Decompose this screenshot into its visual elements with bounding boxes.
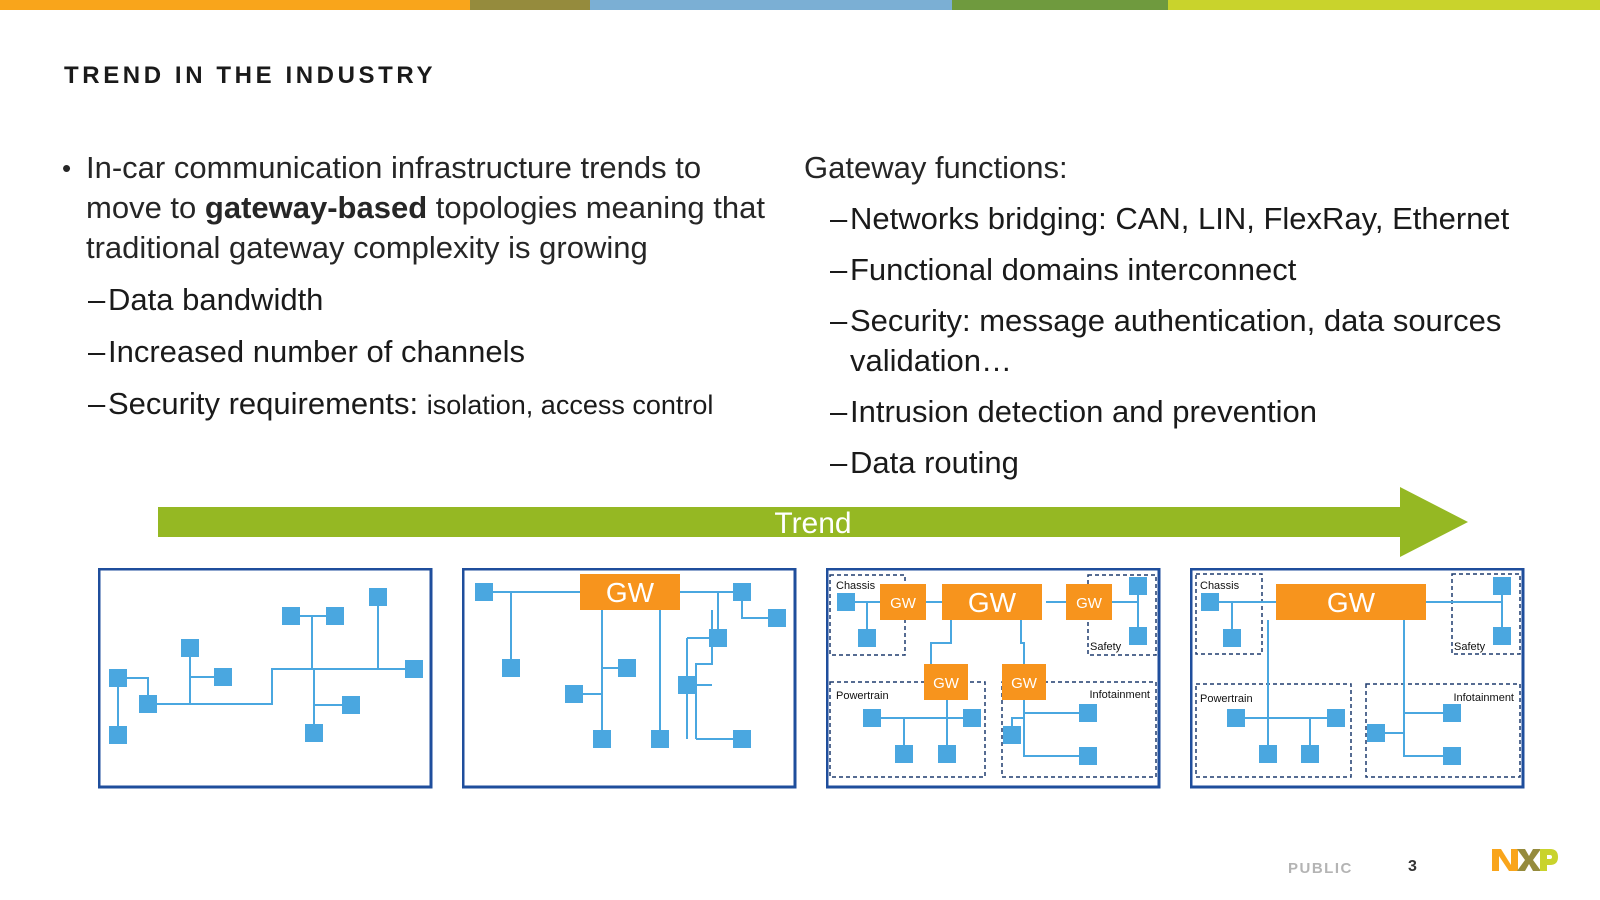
powertrain-gateway-label: GW <box>933 675 960 692</box>
dash-marker: – <box>830 201 848 236</box>
sub-bullet-channels: – Increased number of channels <box>60 332 780 372</box>
safety-domain-box <box>1451 573 1521 655</box>
gateway-block <box>580 574 680 610</box>
page-number: 3 <box>1408 858 1417 875</box>
sub-bullet-security: – Security requirements: isolation, acce… <box>60 384 780 425</box>
sub-bullet-small-text: isolation, access control <box>426 390 714 420</box>
top-bar-segment-green <box>952 0 1168 10</box>
dash-marker: – <box>88 282 106 317</box>
dash-marker: – <box>830 252 848 287</box>
gateway-function-item: – Data routing <box>804 443 1584 483</box>
sub-bullet-text: Data bandwidth <box>108 282 324 317</box>
safety-label: Safety <box>1454 641 1486 653</box>
chassis-label: Chassis <box>1200 580 1240 592</box>
right-column: Gateway functions: – Networks bridging: … <box>804 148 1584 483</box>
sub-bullet-data-bandwidth: – Data bandwidth <box>60 280 780 320</box>
gateway-functions-heading: Gateway functions: <box>804 150 1068 185</box>
nxp-logo-icon <box>1492 849 1558 871</box>
dash-marker: – <box>830 303 848 338</box>
trend-label: Trend <box>774 507 852 540</box>
sub-bullet-text: Increased number of channels <box>108 334 526 369</box>
dash-marker: – <box>830 394 848 429</box>
gateway-label: GW <box>1327 587 1376 618</box>
safety-gateway-label: GW <box>1076 595 1103 612</box>
chassis-label: Chassis <box>836 580 876 592</box>
gateway-function-item: – Functional domains interconnect <box>804 250 1584 290</box>
chassis-domain-box <box>1195 573 1263 655</box>
gateway-label: GW <box>968 587 1017 618</box>
gateway-function-text: Functional domains interconnect <box>850 252 1297 287</box>
gateway-function-text: Data routing <box>850 445 1019 480</box>
topology-panel-domain-gateways: GW GW GW GW GW Chassis Safety Powertrain… <box>826 568 1162 790</box>
chassis-gateway-label: GW <box>890 595 917 612</box>
infotainment-label: Infotainment <box>1453 692 1514 704</box>
bullet-text-part-1: In-car communication infrastructure tren… <box>86 150 702 225</box>
topology-panel-central-gateway: GW <box>462 568 798 790</box>
dash-marker: – <box>88 334 106 369</box>
dash-marker: – <box>88 386 106 421</box>
powertrain-label: Powertrain <box>836 690 889 702</box>
gateway-function-item: – Intrusion detection and prevention <box>804 392 1584 432</box>
topology-panel-central-gateway-domains: GW Chassis Safety Powertrain Infotainmen… <box>1190 568 1526 790</box>
sub-bullet-text: Security requirements: <box>108 386 427 421</box>
infotainment-gateway-label: GW <box>1011 675 1038 692</box>
powertrain-label: Powertrain <box>1200 693 1253 705</box>
gateway-function-item: – Networks bridging: CAN, LIN, FlexRay, … <box>804 199 1584 239</box>
central-gateway-diagram: GW <box>462 568 797 789</box>
gateway-function-text: Networks bridging: CAN, LIN, FlexRay, Et… <box>850 201 1510 236</box>
central-gateway-domains-diagram: GW Chassis Safety Powertrain Infotainmen… <box>1190 568 1525 789</box>
infotainment-domain-box <box>1001 681 1157 778</box>
top-bar-segment-orange <box>0 0 470 10</box>
gateway-function-item: – Security: message authentication, data… <box>804 301 1584 381</box>
bullet-text-bold: gateway-based <box>204 190 428 225</box>
flat-bus-diagram <box>98 568 433 789</box>
bullet-marker: • <box>62 153 72 183</box>
trend-arrow-shape <box>158 487 1468 557</box>
left-column: • In-car communication infrastructure tr… <box>60 148 780 425</box>
top-bar-segment-olive <box>470 0 590 10</box>
gateway-function-text: Intrusion detection and prevention <box>850 394 1318 429</box>
top-bar-segment-blue <box>590 0 952 10</box>
main-bullet: • In-car communication infrastructure tr… <box>60 148 780 268</box>
top-bar-segment-lime <box>1168 0 1600 10</box>
bullet-text-part-2: topologies meaning that traditional gate… <box>86 190 765 265</box>
gateway-function-text: Security: message authentication, data s… <box>850 303 1502 378</box>
trend-arrow: Trend <box>158 487 1468 557</box>
infotainment-domain-box <box>1365 683 1521 778</box>
gateway-label: GW <box>606 577 655 608</box>
infotainment-label: Infotainment <box>1089 689 1150 701</box>
domain-gateways-diagram: GW GW GW GW GW Chassis Safety Powertrain… <box>826 568 1161 789</box>
dash-marker: – <box>830 445 848 480</box>
classification-label: PUBLIC <box>1288 860 1353 877</box>
powertrain-domain-box <box>829 681 986 778</box>
powertrain-domain-box <box>1195 683 1352 778</box>
top-color-bar <box>0 0 1600 10</box>
safety-label: Safety <box>1090 641 1122 653</box>
slide-title: TREND IN THE INDUSTRY <box>64 62 437 89</box>
topology-panel-flat-bus <box>98 568 434 790</box>
